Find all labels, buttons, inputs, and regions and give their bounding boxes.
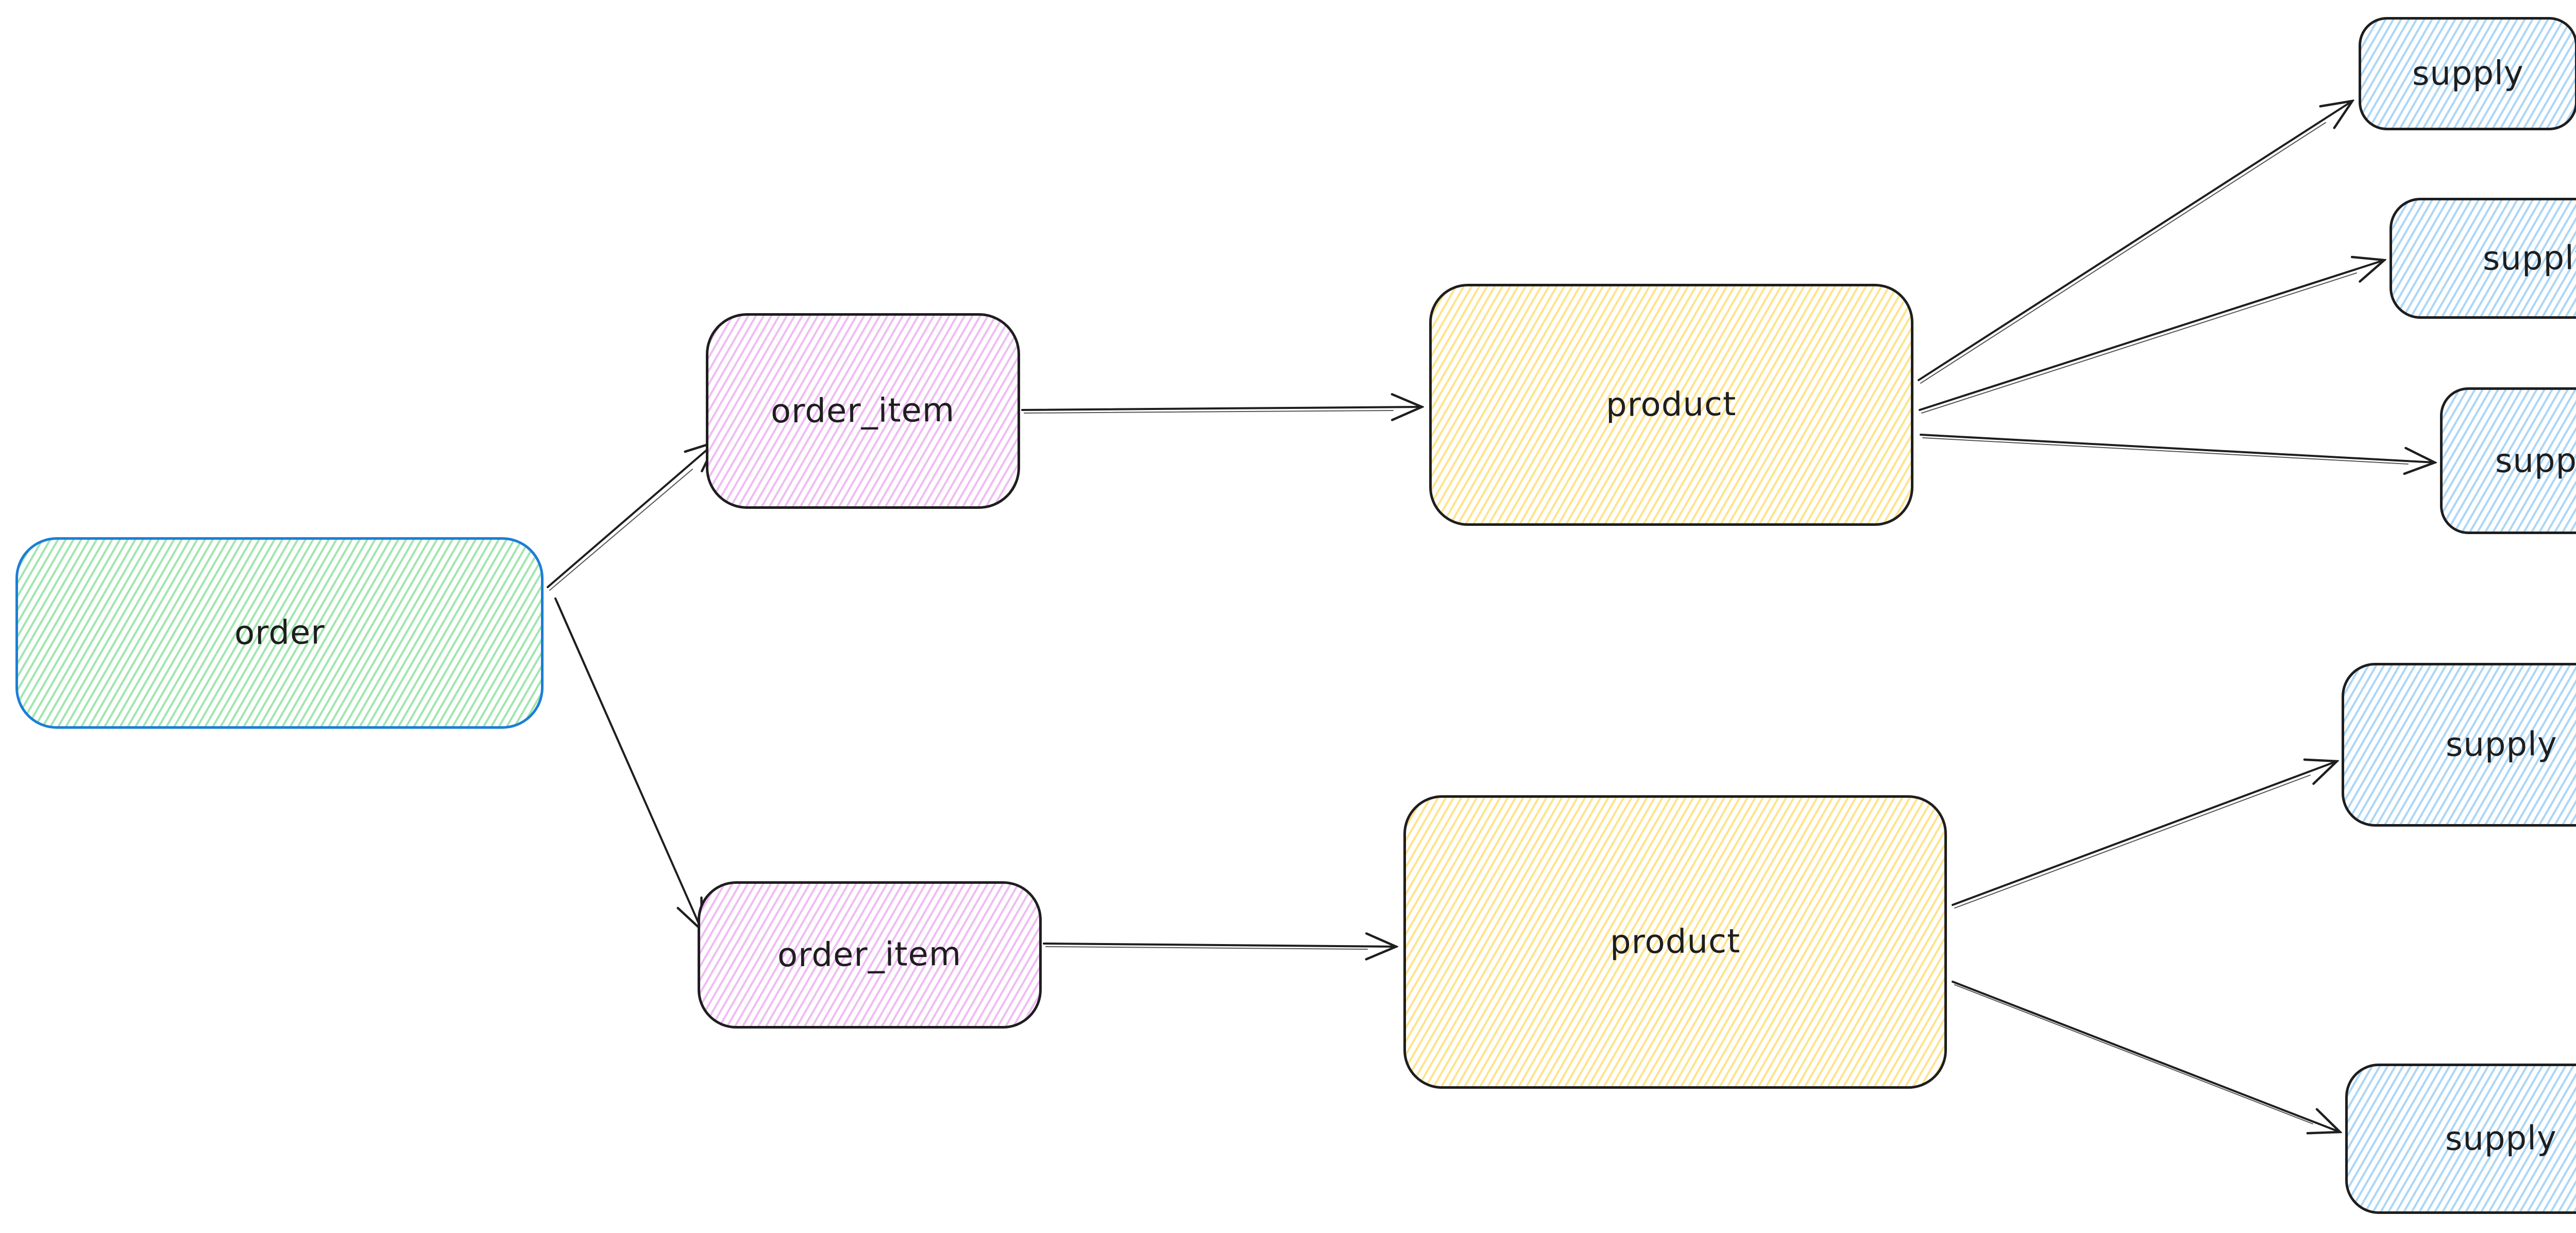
node-product-1-label: product <box>1606 385 1737 424</box>
node-supply-3-label: supply <box>2495 441 2576 481</box>
node-order-item-1[interactable]: order_item <box>706 313 1020 509</box>
node-supply-2[interactable]: supply <box>2389 198 2576 319</box>
node-supply-4-label: supply <box>2445 725 2557 764</box>
arrow-order-item-1-to-product-1[interactable] <box>1021 407 1422 410</box>
node-order-item-1-label: order_item <box>771 391 955 431</box>
node-supply-5[interactable]: supply <box>2345 1064 2576 1214</box>
arrow-product-1-to-supply-3[interactable] <box>1920 434 2435 463</box>
arrow-product-2-to-supply-4[interactable] <box>1952 761 2337 906</box>
node-supply-2-label: supply <box>2482 238 2576 278</box>
arrow-order-to-order-item-1[interactable] <box>547 442 716 588</box>
node-supply-3[interactable]: supply <box>2440 387 2576 534</box>
node-supply-4[interactable]: supply <box>2342 663 2576 827</box>
arrow-product-1-to-supply-1[interactable] <box>1918 101 2352 381</box>
node-product-2-label: product <box>1609 922 1741 962</box>
node-supply-1-label: supply <box>2412 54 2524 93</box>
node-order[interactable]: order <box>15 537 544 729</box>
node-order-item-2[interactable]: order_item <box>698 881 1042 1029</box>
node-supply-1[interactable]: supply <box>2359 17 2576 130</box>
arrow-product-1-to-supply-2[interactable] <box>1919 260 2384 411</box>
arrow-order-item-2-to-product-2[interactable] <box>1043 944 1396 947</box>
node-order-item-2-label: order_item <box>777 935 962 975</box>
node-product-1[interactable]: product <box>1429 284 1913 526</box>
node-product-2[interactable]: product <box>1403 795 1947 1089</box>
arrow-order-to-order-item-2[interactable] <box>554 597 702 930</box>
arrow-product-2-to-supply-5[interactable] <box>1952 981 2340 1132</box>
node-order-label: order <box>234 613 325 653</box>
node-supply-5-label: supply <box>2445 1119 2557 1158</box>
